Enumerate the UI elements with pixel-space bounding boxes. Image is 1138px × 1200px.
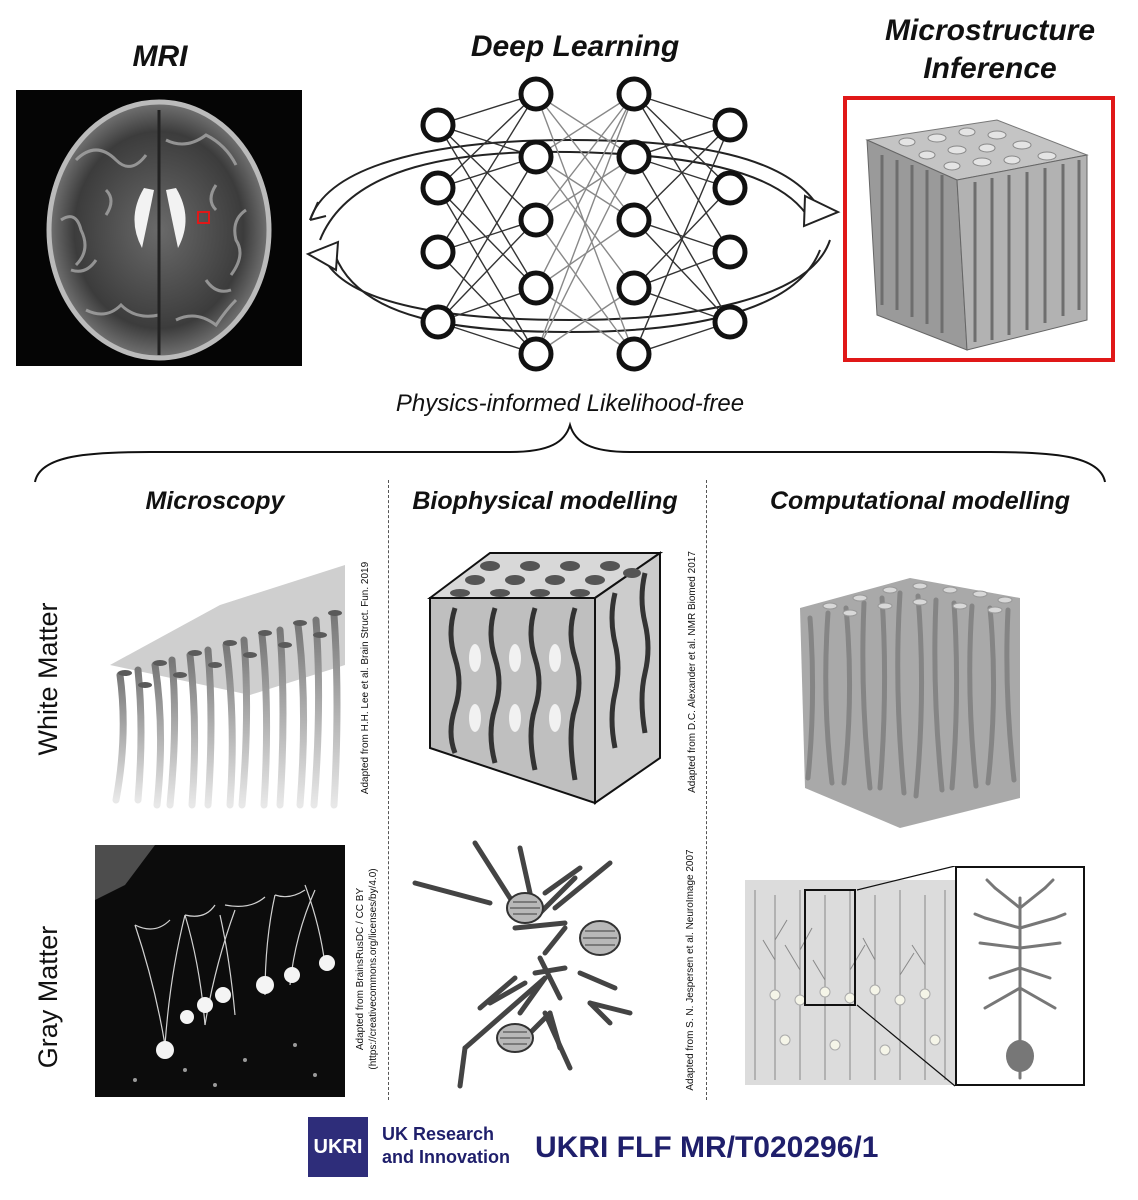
purkinje-neurons-graphic [95,845,335,1087]
footer-org-line2: and Innovation [382,1147,510,1167]
curly-brace [34,421,1106,483]
nn-node [518,270,554,306]
inference-title-line1: Microstructure [884,14,1096,47]
nn-node [616,270,652,306]
credit-jespersen: Adapted from S. N. Jespersen et al. Neur… [685,849,696,1091]
row-label-white-matter: White Matter [33,602,63,756]
footer-grant: UKRI FLF MR/T020296/1 [535,1131,879,1164]
col-header-microscopy: Microscopy [145,487,285,515]
neuron-forest-graphic [754,889,946,1080]
pyramidal-neuron-icon [973,878,1067,1080]
zoom-selection-box [804,889,856,1006]
divider-left [388,480,389,1100]
microscopy-white-matter-image [110,565,345,809]
nn-node [518,76,554,112]
neural-network-graphic [305,76,841,372]
col-header-biophysical: Biophysical modelling [412,487,678,515]
deep-learning-title: Deep Learning [470,30,680,63]
computational-white-matter-image [800,578,1020,828]
zoom-connector-lines [856,866,956,1087]
nn-node [616,336,652,372]
nn-node [420,304,456,340]
credit-brainsrus-line2: (https://creativecommons.org/licenses/by… [368,868,379,1070]
row-label-gray-matter: Gray Matter [33,925,63,1069]
ukri-logo: UKRI [308,1117,368,1177]
footer-org-line1: UK Research [382,1124,495,1144]
physics-caption: Physics-informed Likelihood-free [395,390,745,417]
credit-brainsrus: Adapted from BrainsRusDC / CC BY (https:… [354,829,382,1109]
biophysical-gray-matter-sticks [412,840,633,1089]
microstructure-cube-graphic [865,119,1089,351]
zoomed-neuron-box [955,866,1085,1086]
nn-node [420,107,456,143]
nn-node [518,202,554,238]
nn-node [420,234,456,270]
nn-node [712,304,748,340]
nn-node [518,336,554,372]
biophysical-white-matter-cube [427,551,664,805]
nn-node [420,170,456,206]
col-header-computational: Computational modelling [770,487,1070,515]
microstructure-inference-box [843,96,1115,362]
nn-node [712,234,748,270]
brain-scan-graphic [46,99,272,361]
arrow-right-head [802,194,841,228]
computational-gray-matter-image [745,880,955,1085]
nn-node [712,107,748,143]
nn-node [616,76,652,112]
nn-node [712,170,748,206]
arrow-left-head [305,240,340,272]
credit-lee: Adapted from H.H. Lee et al. Brain Struc… [360,561,371,795]
mri-brain-image [16,90,302,366]
microscopy-gray-matter-image [95,845,345,1097]
nn-node [518,139,554,175]
roi-marker [197,211,210,224]
divider-right [706,480,707,1100]
credit-brainsrus-line1: Adapted from BrainsRusDC / CC BY [355,887,366,1051]
mri-title: MRI [132,40,188,73]
nn-node [616,202,652,238]
ukri-logo-text: UKRI [313,1136,363,1158]
inference-title-line2: Inference [923,52,1057,85]
nn-node [616,139,652,175]
